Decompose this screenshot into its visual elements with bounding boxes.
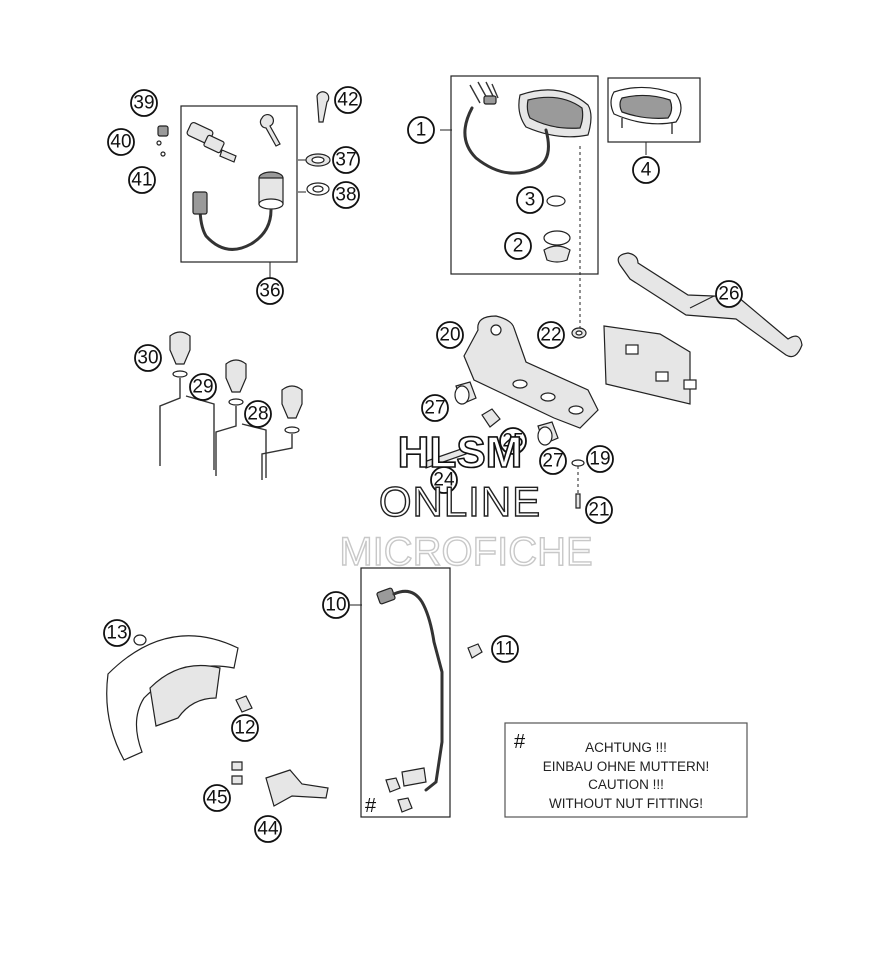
instrument-bracket-parts	[423, 252, 803, 509]
svg-text:24: 24	[433, 470, 455, 491]
watermark-line-2: ONLINE	[379, 478, 541, 525]
callout-45: 45	[203, 784, 231, 812]
svg-text:42: 42	[337, 90, 358, 111]
svg-text:2: 2	[513, 236, 524, 257]
callout-3: 3	[516, 186, 544, 214]
svg-text:29: 29	[192, 377, 213, 398]
speedometer-group-box	[450, 75, 599, 275]
speed-sensor-parts	[376, 587, 483, 813]
svg-text:21: 21	[588, 500, 609, 521]
svg-text:10: 10	[325, 595, 346, 616]
svg-text:36: 36	[259, 281, 280, 302]
svg-text:12: 12	[234, 718, 255, 739]
callout-30: 30	[134, 344, 162, 372]
svg-text:39: 39	[133, 93, 154, 114]
callout-25: 25	[499, 427, 527, 455]
callout-37: 37	[332, 146, 360, 174]
svg-text:25: 25	[502, 431, 523, 452]
svg-text:45: 45	[206, 788, 227, 809]
watermark-line-3: MICROFICHE	[339, 530, 592, 574]
callout-27-left: 27	[421, 394, 449, 422]
hash-marker: #	[365, 795, 377, 817]
callout-39: 39	[130, 89, 158, 117]
callout-26: 26	[715, 280, 743, 308]
callout-10: 10	[322, 591, 350, 619]
speedometer-parts	[463, 81, 682, 330]
callout-29: 29	[189, 373, 217, 401]
svg-text:26: 26	[718, 284, 739, 305]
svg-text:41: 41	[131, 170, 152, 191]
watermark: HLSM ONLINE MICROFICHE	[339, 427, 594, 575]
svg-text:4: 4	[641, 160, 652, 181]
callout-19: 19	[586, 445, 614, 473]
note-line-1: ACHTUNG !!!	[585, 740, 667, 755]
callout-38: 38	[332, 181, 360, 209]
svg-text:13: 13	[106, 623, 127, 644]
callout-13: 13	[103, 619, 131, 647]
leader-lines	[269, 129, 715, 606]
svg-text:30: 30	[137, 348, 158, 369]
callout-12: 12	[231, 714, 259, 742]
svg-text:38: 38	[335, 185, 356, 206]
svg-text:11: 11	[495, 639, 515, 660]
handlebar-switch-parts	[159, 331, 303, 480]
callout-1: 1	[407, 116, 435, 144]
note-line-4: WITHOUT NUT FITTING!	[549, 796, 703, 811]
brake-disc-parts	[106, 634, 329, 807]
callout-20: 20	[436, 321, 464, 349]
svg-text:28: 28	[247, 404, 268, 425]
callout-11: 11	[491, 635, 519, 663]
callout-28: 28	[244, 400, 272, 428]
callout-40: 40	[107, 128, 135, 156]
svg-text:44: 44	[257, 819, 279, 840]
svg-text:27: 27	[542, 451, 563, 472]
svg-text:20: 20	[439, 325, 460, 346]
speedometer-cover-box	[607, 77, 701, 143]
svg-text:37: 37	[335, 150, 356, 171]
callout-24: 24	[430, 466, 458, 494]
svg-text:22: 22	[540, 325, 561, 346]
svg-text:3: 3	[525, 190, 536, 211]
watermark-line-1: HLSM	[398, 428, 523, 477]
callout-4: 4	[632, 156, 660, 184]
caution-note: # ACHTUNG !!! EINBAU OHNE MUTTERN! CAUTI…	[504, 722, 748, 818]
callout-27-right: 27	[539, 447, 567, 475]
callout-2: 2	[504, 232, 532, 260]
callout-22: 22	[537, 321, 565, 349]
svg-text:1: 1	[416, 120, 427, 141]
ignition-lock-parts	[156, 91, 331, 251]
callout-36: 36	[256, 277, 284, 305]
ignition-lock-group-box	[180, 105, 298, 263]
note-line-3: CAUTION !!!	[588, 777, 664, 792]
callout-41: 41	[128, 166, 156, 194]
note-marker: #	[514, 731, 526, 753]
svg-text:19: 19	[589, 449, 610, 470]
speed-sensor-group-box	[360, 567, 451, 818]
callout-44: 44	[254, 815, 282, 843]
callout-42: 42	[334, 86, 362, 114]
svg-text:27: 27	[424, 398, 445, 419]
svg-text:40: 40	[110, 132, 131, 153]
callout-21: 21	[585, 496, 613, 524]
note-line-2: EINBAU OHNE MUTTERN!	[543, 759, 710, 774]
